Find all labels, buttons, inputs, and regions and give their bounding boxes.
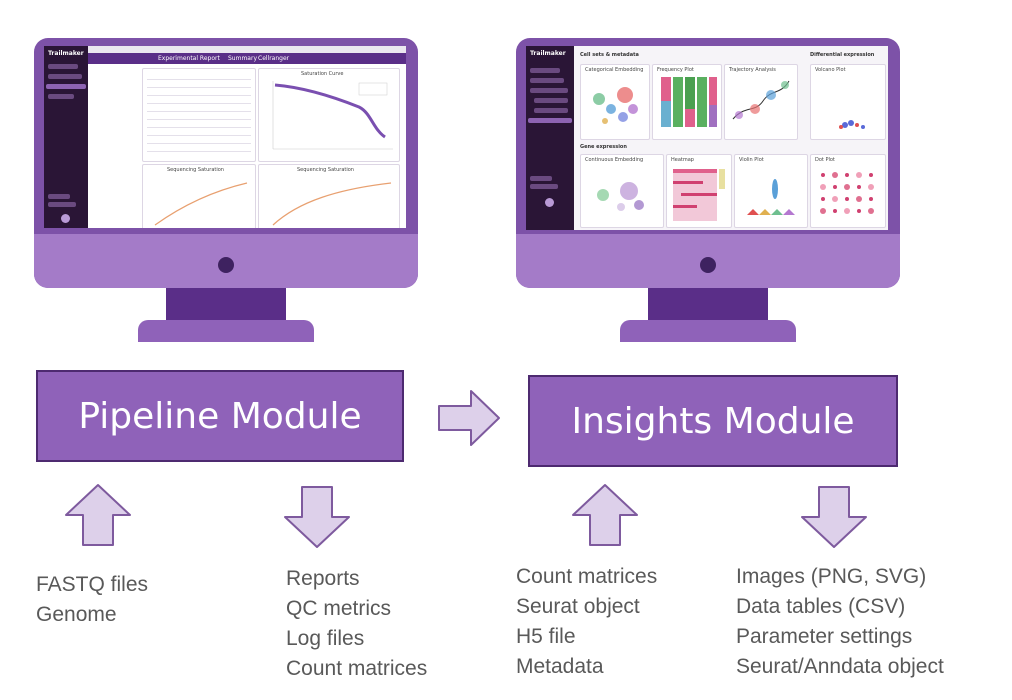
tab-cellranger[interactable]: Cellranger <box>258 55 290 62</box>
sidebar-item-active[interactable] <box>528 118 572 123</box>
panel-title: Frequency Plot <box>657 67 694 73</box>
frequency-plot-panel[interactable]: Frequency Plot <box>652 64 722 140</box>
section-title-cell-sets: Cell sets & metadata <box>580 52 639 58</box>
violin-plot-panel[interactable]: Violin Plot <box>734 154 808 228</box>
up-arrow-icon <box>572 484 638 546</box>
down-arrow-icon <box>284 486 350 548</box>
list-item: Seurat object <box>516 595 640 618</box>
pipeline-monitor: Trailmaker Experimental Report Summary C… <box>34 38 418 342</box>
sidebar-item[interactable] <box>48 194 70 199</box>
section-title-gene-expr: Gene expression <box>580 144 627 150</box>
sequencing-saturation-panel-2: Sequencing Saturation <box>258 164 400 228</box>
trajectory-analysis-panel[interactable]: Trajectory Analysis <box>724 64 798 140</box>
monitor-base <box>620 320 796 342</box>
app-name: Trailmaker <box>48 50 84 57</box>
pipeline-inputs-list: FASTQ files Genome <box>36 570 148 630</box>
sidebar-item[interactable] <box>530 176 552 181</box>
list-item: FASTQ files <box>36 573 149 596</box>
continuous-embedding-panel[interactable]: Continuous Embedding <box>580 154 664 228</box>
insights-outputs-list: Images (PNG, SVG) Data tables (CSV) Para… <box>736 562 944 682</box>
report-header: Experimental Report Summary Cellranger <box>88 53 406 64</box>
list-item: QC metrics <box>286 597 391 620</box>
metrics-table-panel <box>142 68 256 162</box>
app-sidebar: Trailmaker <box>44 46 88 228</box>
sequencing-saturation-panel: Sequencing Saturation <box>142 164 256 228</box>
list-item: Genome <box>36 603 117 626</box>
pipeline-outputs-list: Reports QC metrics Log files Count matri… <box>286 564 427 684</box>
section-title-diff-expr: Differential expression <box>810 52 875 58</box>
panel-title: Continuous Embedding <box>585 157 644 163</box>
power-button-icon <box>218 257 234 273</box>
avatar[interactable] <box>545 198 554 207</box>
right-arrow-icon <box>438 390 500 446</box>
panel-title: Dot Plot <box>815 157 835 163</box>
app-name: Trailmaker <box>530 50 566 57</box>
list-item: Seurat/Anndata object <box>736 655 944 678</box>
sidebar-item[interactable] <box>48 64 78 69</box>
pipeline-screen: Trailmaker Experimental Report Summary C… <box>44 46 406 228</box>
monitor-neck <box>166 288 286 322</box>
list-item: Count matrices <box>516 565 658 588</box>
browser-url-bar[interactable] <box>88 46 406 53</box>
insights-monitor: Trailmaker Cell sets & metadata Differen… <box>516 38 900 342</box>
report-title: Experimental Report <box>158 55 220 62</box>
panel-title: Saturation Curve <box>301 71 344 77</box>
heatmap-panel[interactable]: Heatmap <box>666 154 732 228</box>
list-item: Parameter settings <box>736 625 913 648</box>
panel-title: Volcano Plot <box>815 67 846 73</box>
insights-module-box[interactable]: Insights Module <box>528 375 898 467</box>
panel-title: Sequencing Saturation <box>167 167 224 173</box>
list-item: Log files <box>286 627 365 650</box>
dot-plot-panel[interactable]: Dot Plot <box>810 154 886 228</box>
panel-title: Sequencing Saturation <box>297 167 354 173</box>
power-button-icon <box>700 257 716 273</box>
sidebar-item[interactable] <box>48 94 74 99</box>
pipeline-module-box[interactable]: Pipeline Module <box>36 370 404 462</box>
up-arrow-icon <box>65 484 131 546</box>
list-item: H5 file <box>516 625 576 648</box>
app-sidebar: Trailmaker <box>526 46 574 230</box>
panel-title: Violin Plot <box>739 157 764 163</box>
sidebar-item[interactable] <box>530 78 564 83</box>
sidebar-item[interactable] <box>534 108 568 113</box>
sidebar-item[interactable] <box>48 74 82 79</box>
down-arrow-icon <box>801 486 867 548</box>
saturation-curve-panel: Saturation Curve <box>258 68 400 162</box>
insights-screen: Trailmaker Cell sets & metadata Differen… <box>526 46 888 230</box>
list-item: Reports <box>286 567 360 590</box>
panel-title: Heatmap <box>671 157 694 163</box>
list-item: Metadata <box>516 655 604 678</box>
sidebar-item-active[interactable] <box>46 84 86 89</box>
sidebar-item[interactable] <box>530 68 560 73</box>
sidebar-item[interactable] <box>530 88 568 93</box>
categorical-embedding-panel[interactable]: Categorical Embedding <box>580 64 650 140</box>
sidebar-item[interactable] <box>530 184 558 189</box>
sidebar-item[interactable] <box>534 98 568 103</box>
volcano-plot-panel[interactable]: Volcano Plot <box>810 64 886 140</box>
insights-inputs-list: Count matrices Seurat object H5 file Met… <box>516 562 657 682</box>
list-item: Images (PNG, SVG) <box>736 565 927 588</box>
panel-title: Trajectory Analysis <box>729 67 776 73</box>
list-item: Data tables (CSV) <box>736 595 906 618</box>
panel-title: Categorical Embedding <box>585 67 644 73</box>
avatar[interactable] <box>61 214 70 223</box>
monitor-neck <box>648 288 768 322</box>
list-item: Count matrices <box>286 657 428 680</box>
tab-summary[interactable]: Summary <box>228 55 257 62</box>
sidebar-item[interactable] <box>48 202 76 207</box>
monitor-base <box>138 320 314 342</box>
